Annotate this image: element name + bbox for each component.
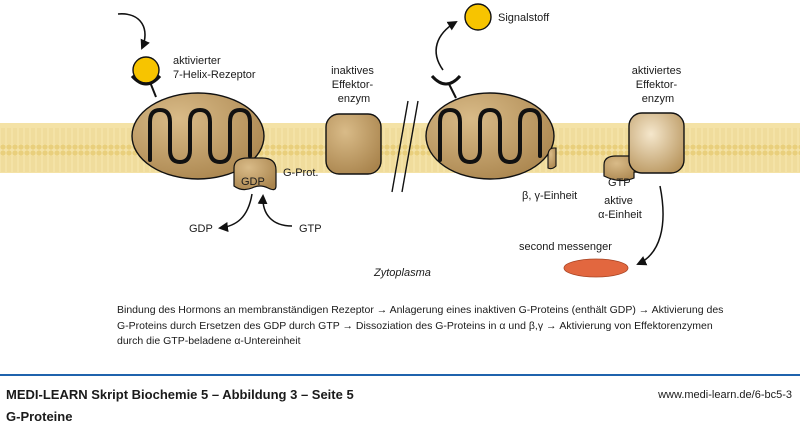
signal-molecule-label: Signalstoff bbox=[498, 12, 550, 24]
footer-divider bbox=[0, 374, 800, 376]
active-alpha-label: aktive α-Einheit bbox=[598, 195, 642, 221]
footer-subtitle: G-Proteine bbox=[6, 409, 73, 424]
second-messenger-label: second messenger bbox=[519, 241, 612, 253]
gdp-release-arrow bbox=[218, 193, 253, 232]
gdp-bound-label: GDP bbox=[241, 176, 265, 188]
gtp-binding-arrow bbox=[257, 194, 293, 227]
receptor-helix bbox=[148, 107, 252, 165]
signal-molecule bbox=[464, 3, 492, 31]
gdp-release-label: GDP bbox=[189, 223, 213, 235]
cytoplasm-label: Zytoplasma bbox=[373, 267, 431, 279]
second-messenger bbox=[563, 258, 629, 278]
incoming-signal-arrow bbox=[117, 13, 150, 50]
beta-gamma-subunit bbox=[547, 147, 557, 170]
g-protein-label: G-Prot. bbox=[283, 167, 318, 179]
inactive-effector-enzyme bbox=[325, 113, 382, 175]
receptor-helix bbox=[438, 107, 542, 165]
gtp-binding-label: GTP bbox=[299, 223, 322, 235]
g-protein-diagram: aktivierter 7-Helix-Rezeptor GDP G-Prot.… bbox=[0, 3, 800, 279]
activated-effector-enzyme bbox=[628, 112, 685, 174]
signal-release-arrow bbox=[435, 20, 458, 71]
footer-url-link[interactable]: www.medi-learn.de/6-bc5-3 bbox=[658, 389, 792, 401]
inactive-effector-label: inaktives Effektor- enzym bbox=[331, 65, 377, 105]
receptor-binding-site bbox=[430, 74, 462, 86]
receptor-label: aktivierter 7-Helix-Rezeptor bbox=[173, 55, 256, 81]
activated-effector-label: aktiviertes Effektor- enzym bbox=[632, 65, 685, 105]
figure-caption: Bindung des Hormons an membranständigen … bbox=[117, 304, 724, 347]
break-mark bbox=[401, 100, 419, 193]
break-mark bbox=[391, 100, 409, 193]
g-protein bbox=[233, 157, 277, 191]
footer-title: MEDI-LEARN Skript Biochemie 5 – Abbildun… bbox=[6, 387, 354, 402]
gtp-bound-label: GTP bbox=[608, 177, 631, 189]
messenger-production-arrow bbox=[636, 185, 664, 266]
inactive-receptor bbox=[425, 92, 555, 180]
beta-gamma-label: β, γ-Einheit bbox=[522, 190, 577, 202]
